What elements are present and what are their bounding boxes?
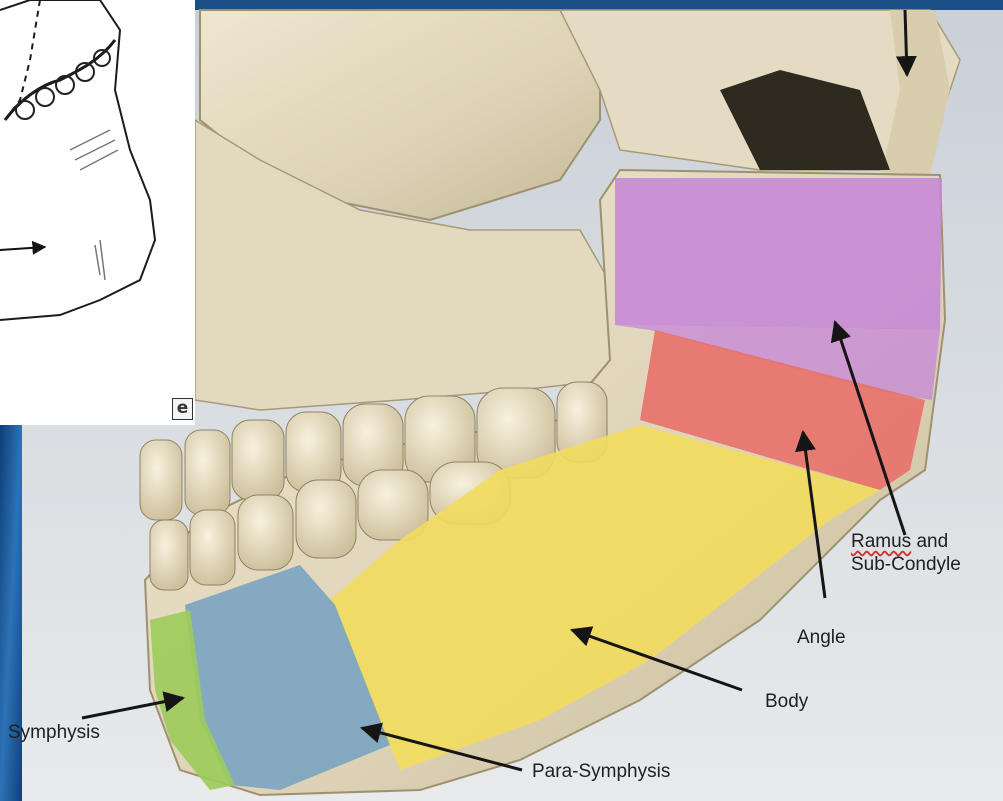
inset-badge: e bbox=[172, 398, 193, 420]
slide-top-band bbox=[190, 0, 1003, 10]
ramus-region bbox=[615, 178, 942, 330]
top-arrow bbox=[905, 10, 907, 75]
angle-label: Angle bbox=[797, 626, 846, 649]
ramus-label-line2: Sub-Condyle bbox=[851, 554, 961, 575]
body-label: Body bbox=[765, 690, 808, 713]
ramus-label-rest: and bbox=[911, 531, 948, 552]
inset-drawing bbox=[0, 0, 195, 425]
slide-left-band bbox=[0, 425, 22, 801]
symphysis-label: Symphysis bbox=[8, 721, 100, 744]
para-symphysis-label: Para-Symphysis bbox=[532, 760, 670, 783]
ramus-label: Ramus and Sub-Condyle bbox=[851, 530, 961, 576]
ramus-label-word: Ramus bbox=[851, 531, 911, 552]
